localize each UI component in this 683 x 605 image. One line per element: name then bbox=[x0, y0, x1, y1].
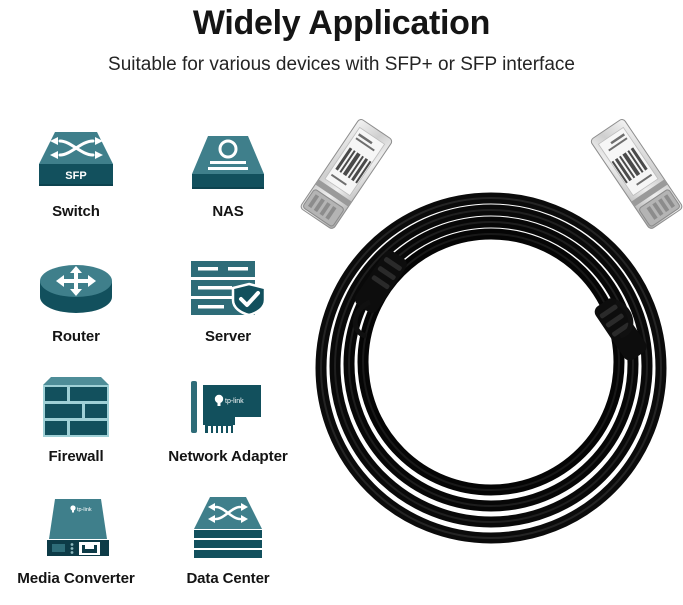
brand-label: tp-link bbox=[77, 507, 92, 513]
device-grid-row: tp-link Media Converter bbox=[0, 489, 305, 605]
device-item-network-adapter: tp-link Network A bbox=[152, 367, 304, 489]
device-item-server: Server bbox=[152, 247, 304, 367]
sfp-plus-connector-left bbox=[300, 119, 407, 339]
device-label: Server bbox=[204, 328, 252, 345]
device-label: Data Center bbox=[186, 570, 270, 587]
device-grid-row: SFP Switch NAS bbox=[0, 122, 305, 247]
data-center-icon bbox=[186, 489, 270, 561]
device-item-nas: NAS bbox=[152, 122, 304, 247]
device-label: NAS bbox=[212, 203, 244, 220]
product-image-sfp-plus-dac-cable bbox=[300, 96, 683, 603]
device-grid-row: Router bbox=[0, 247, 305, 367]
switch-sfp-badge: SFP bbox=[65, 170, 86, 182]
device-grid-row: Firewall tp-link bbox=[0, 367, 305, 489]
device-item-media-converter: tp-link Media Converter bbox=[0, 489, 152, 605]
device-label: Firewall bbox=[48, 448, 104, 465]
media-converter-icon: tp-link bbox=[41, 489, 111, 561]
device-item-data-center: Data Center bbox=[152, 489, 304, 605]
cable-coil bbox=[315, 192, 667, 544]
device-label: Router bbox=[52, 328, 100, 345]
device-item-firewall: Firewall bbox=[0, 367, 152, 489]
device-item-router: Router bbox=[0, 247, 152, 367]
switch-icon: SFP bbox=[33, 122, 119, 194]
network-adapter-icon: tp-link bbox=[183, 367, 273, 439]
sfp-plus-connector-right bbox=[590, 119, 683, 361]
page-subtitle: Suitable for various devices with SFP+ o… bbox=[108, 54, 575, 75]
nas-icon bbox=[188, 122, 268, 194]
brand-label: tp-link bbox=[225, 398, 244, 405]
device-label: Network Adapter bbox=[168, 448, 288, 465]
header: Widely Application Suitable for various … bbox=[0, 0, 683, 78]
firewall-icon bbox=[39, 367, 113, 439]
server-icon bbox=[187, 247, 269, 319]
device-item-switch: SFP Switch bbox=[0, 122, 152, 247]
device-label: Switch bbox=[52, 203, 100, 220]
device-label: Media Converter bbox=[17, 570, 135, 587]
device-grid: SFP Switch NAS bbox=[0, 122, 305, 605]
router-icon bbox=[36, 247, 116, 319]
page-title: Widely Application bbox=[192, 4, 491, 42]
